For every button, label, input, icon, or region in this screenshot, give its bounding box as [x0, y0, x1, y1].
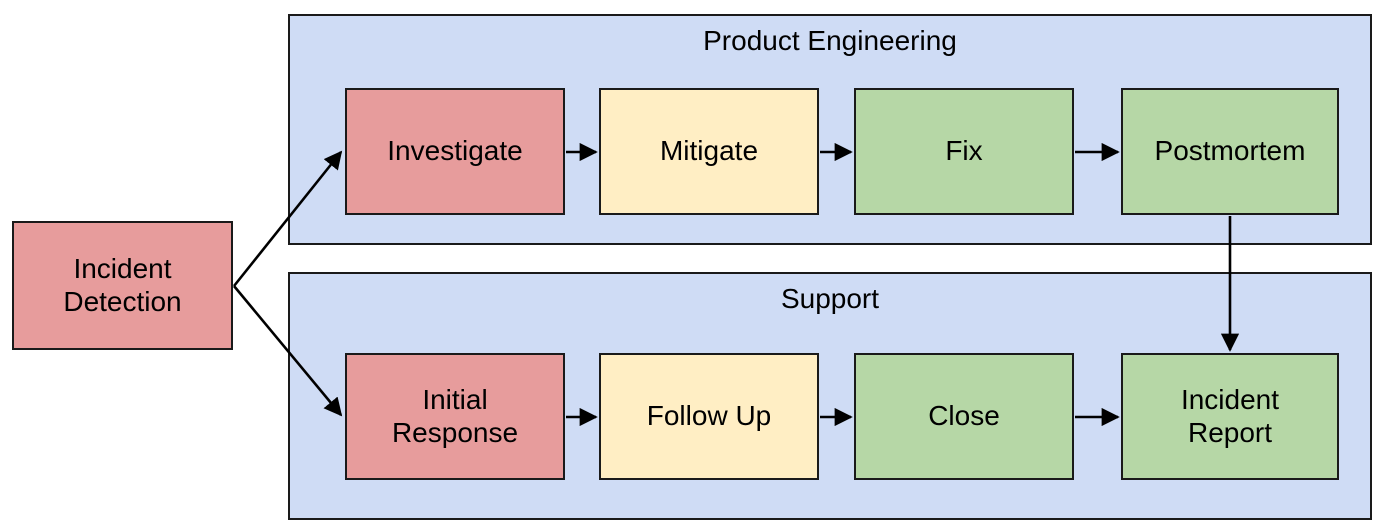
node-label-line-1: Incident [1180, 384, 1280, 416]
node-label-line-1: Fix [945, 135, 983, 167]
node-label: Incident Report [1181, 384, 1279, 449]
node-label: Close [928, 400, 1000, 432]
node-label: Postmortem [1155, 135, 1306, 167]
swimlane-title: Product Engineering [703, 25, 957, 56]
node-label-line-1: Incident [73, 253, 172, 285]
node-label: Investigate [387, 135, 522, 167]
node-label-line-2: Detection [63, 285, 182, 317]
node-incident-report[interactable]: Incident Report [1121, 353, 1339, 480]
node-fix[interactable]: Fix [854, 88, 1074, 215]
node-label-line-1: Close [928, 400, 1000, 432]
node-label-line-1: Postmortem [1154, 135, 1306, 167]
node-label-line-2: Report [1187, 416, 1273, 448]
node-mitigate[interactable]: Mitigate [599, 88, 819, 215]
node-incident-detection[interactable]: Incident Detection [12, 221, 233, 350]
node-label: Follow Up [647, 400, 771, 432]
node-postmortem[interactable]: Postmortem [1121, 88, 1339, 215]
node-label: Initial Response [392, 384, 518, 449]
node-label-line-1: Investigate [387, 135, 523, 167]
node-follow-up[interactable]: Follow Up [599, 353, 819, 480]
node-label-line-1: Initial [422, 384, 488, 416]
swimlane-title: Support [780, 283, 880, 314]
node-close[interactable]: Close [854, 353, 1074, 480]
node-initial-response[interactable]: Initial Response [345, 353, 565, 480]
node-investigate[interactable]: Investigate [345, 88, 565, 215]
node-label: Incident Detection [63, 253, 181, 318]
node-label-line-1: Follow Up [646, 400, 772, 432]
node-label-line-2: Response [391, 416, 519, 448]
node-label-line-1: Mitigate [659, 135, 759, 167]
node-label: Mitigate [660, 135, 758, 167]
node-label: Fix [945, 135, 982, 167]
